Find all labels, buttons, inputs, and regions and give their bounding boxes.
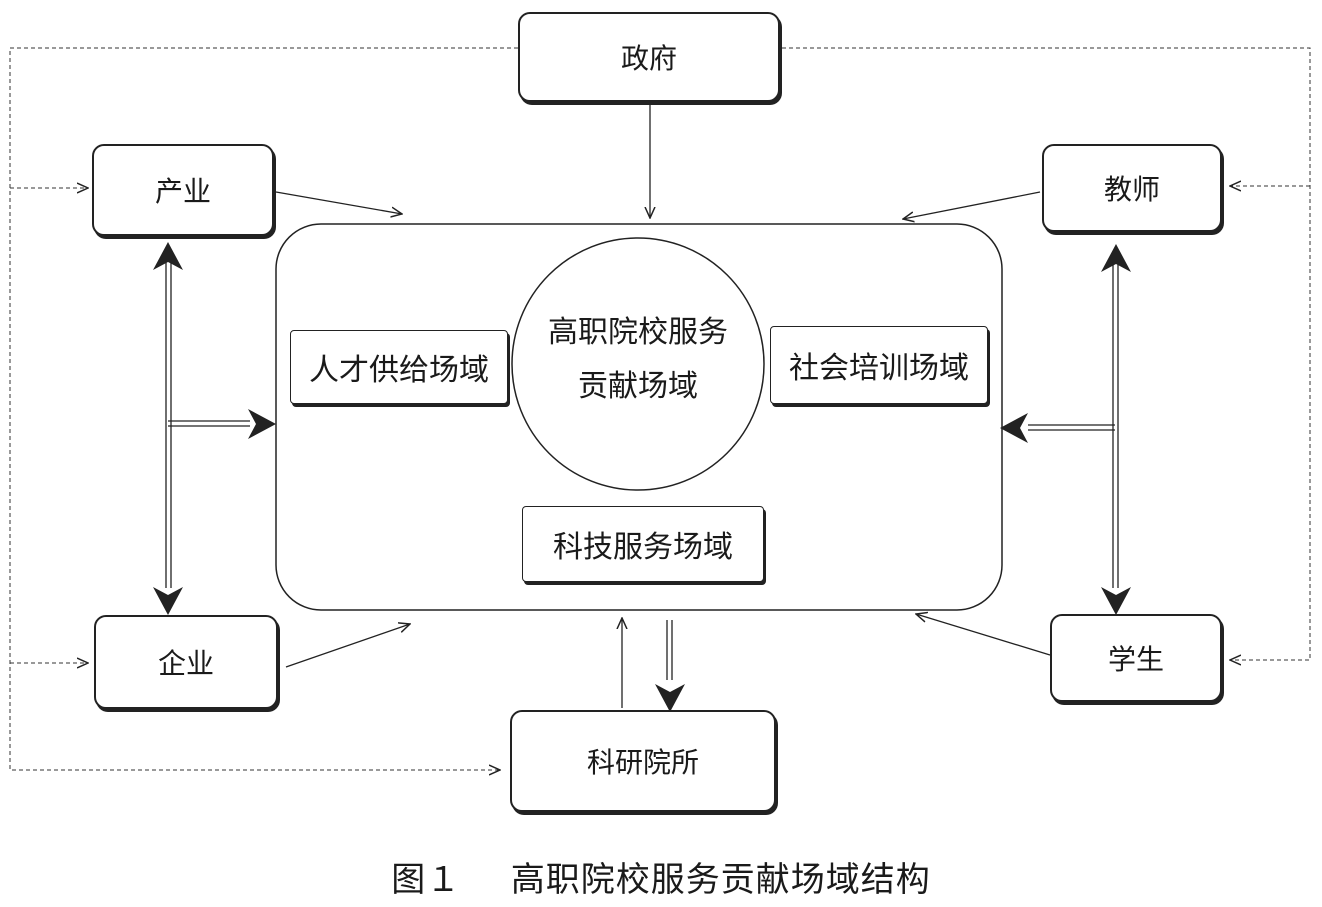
node-industry-label: 产业 bbox=[154, 175, 211, 208]
field-social-training-label: 社会培训场域 bbox=[789, 351, 969, 386]
node-students: 学生 bbox=[1050, 614, 1222, 702]
figure-caption: 图１ 高职院校服务贡献场域结构 bbox=[0, 852, 1322, 901]
thin-arrows bbox=[275, 104, 1051, 708]
center-label: 高职院校服务 贡献场域 bbox=[512, 306, 764, 414]
node-government-label: 政府 bbox=[620, 42, 677, 75]
field-social-training: 社会培训场域 bbox=[770, 326, 988, 404]
node-research-institutes: 科研院所 bbox=[510, 710, 776, 812]
field-talent-supply-label: 人才供给场域 bbox=[309, 353, 489, 388]
field-talent-supply: 人才供给场域 bbox=[290, 330, 508, 404]
figure-title: 高职院校服务贡献场域结构 bbox=[510, 860, 931, 900]
field-tech-service-label: 科技服务场域 bbox=[553, 530, 733, 565]
node-students-label: 学生 bbox=[1107, 643, 1164, 676]
field-tech-service: 科技服务场域 bbox=[522, 506, 764, 582]
center-circle bbox=[511, 237, 765, 491]
figure-number: 图１ bbox=[391, 860, 462, 900]
center-label-line1: 高职院校服务 bbox=[548, 315, 728, 350]
node-enterprises: 企业 bbox=[94, 615, 278, 709]
node-government: 政府 bbox=[518, 12, 780, 102]
node-industry: 产业 bbox=[92, 144, 274, 236]
center-label-line2: 贡献场域 bbox=[578, 369, 698, 404]
node-teachers: 教师 bbox=[1042, 144, 1222, 232]
node-teachers-label: 教师 bbox=[1103, 173, 1160, 206]
dashed-links bbox=[9, 47, 1311, 770]
node-research-institutes-label: 科研院所 bbox=[586, 746, 699, 779]
bold-arrows bbox=[165, 262, 1119, 680]
node-enterprises-label: 企业 bbox=[157, 647, 214, 680]
main-field-container bbox=[275, 223, 1003, 611]
